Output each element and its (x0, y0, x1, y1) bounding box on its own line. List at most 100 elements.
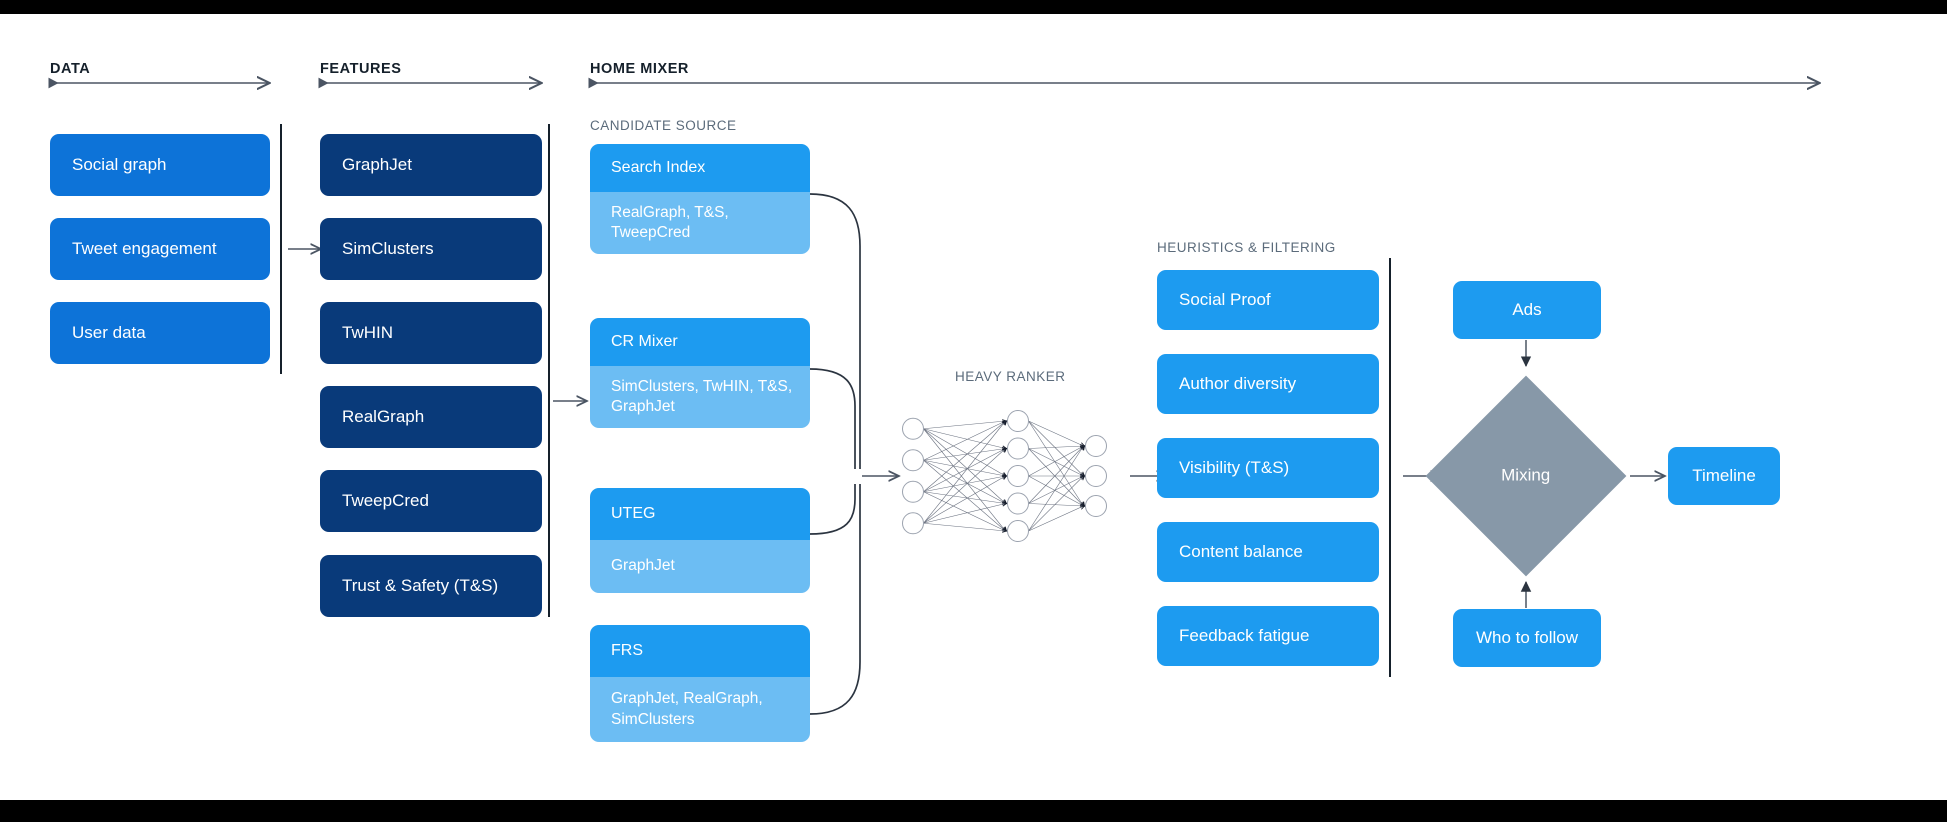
features-card-realgraph[interactable]: RealGraph (320, 386, 542, 448)
divider-data-features (280, 124, 282, 374)
candidate-source-title: FRS (590, 625, 810, 677)
features-card-trust-safety[interactable]: Trust & Safety (T&S) (320, 555, 542, 617)
network-edge-arrow (1001, 474, 1008, 479)
network-edge-arrow (1079, 472, 1086, 477)
candidate-source-title: Search Index (590, 144, 810, 192)
network-edge-arrow (1079, 475, 1086, 480)
features-card-graphjet[interactable]: GraphJet (320, 134, 542, 196)
network-node (1007, 437, 1029, 460)
network-edge-arrow (1080, 503, 1086, 508)
mixing-node-label: Mixing (1501, 466, 1551, 485)
network-edge (923, 448, 1006, 524)
data-card-social-graph[interactable]: Social graph (50, 134, 270, 196)
data-card-label: Tweet engagement (72, 238, 217, 258)
network-edge-arrow (1002, 499, 1008, 505)
network-edge-arrow (1002, 526, 1008, 532)
candidate-source-card-search-index[interactable]: Search Index RealGraph, T&S, TweepCred (590, 144, 810, 254)
candidate-source-features: GraphJet, RealGraph, SimClusters (590, 677, 810, 742)
candidate-source-card-uteg[interactable]: UTEG GraphJet (590, 488, 810, 593)
section-label-heuristics: HEURISTICS & FILTERING (1157, 240, 1336, 255)
features-card-label: Trust & Safety (T&S) (342, 575, 499, 595)
network-edge-arrow (1001, 502, 1008, 507)
network-edge (923, 420, 1006, 430)
data-card-label: User data (72, 322, 146, 342)
network-edge (1028, 475, 1084, 504)
network-edge-arrow (1080, 445, 1086, 451)
mixing-card-who-to-follow[interactable]: Who to follow (1453, 609, 1601, 667)
candidate-source-title: UTEG (590, 488, 810, 540)
features-card-simclusters[interactable]: SimClusters (320, 218, 542, 280)
network-edge-arrow (1001, 473, 1008, 478)
network-edge-arrow (1002, 526, 1008, 532)
network-edge-arrow (1002, 528, 1008, 533)
network-edge-arrow (1001, 500, 1008, 505)
features-card-label: TweepCred (342, 490, 429, 510)
network-edge (923, 460, 1006, 532)
network-edge (1028, 505, 1084, 532)
heuristic-card-label: Content balance (1179, 541, 1303, 561)
network-edge (923, 475, 1006, 524)
section-label-heavy-ranker: HEAVY RANKER (955, 369, 1066, 384)
mixing-card-ads[interactable]: Ads (1453, 281, 1601, 339)
heavy-ranker-network (902, 410, 1107, 542)
network-edge (923, 420, 1006, 492)
candidate-source-card-frs[interactable]: FRS GraphJet, RealGraph, SimClusters (590, 625, 810, 742)
mixing-card-label: Ads (1512, 299, 1542, 319)
network-edge-arrow (1001, 447, 1008, 453)
heuristic-card-author-diversity[interactable]: Author diversity (1157, 354, 1379, 414)
network-edge-arrow (1002, 419, 1008, 424)
features-card-twhin[interactable]: TwHIN (320, 302, 542, 364)
network-edge (1028, 448, 1084, 477)
mixing-card-label: Who to follow (1475, 627, 1579, 647)
heuristic-card-label: Visibility (T&S) (1179, 457, 1290, 477)
phase-label-data: DATA (50, 61, 91, 77)
timeline-card-label: Timeline (1692, 465, 1756, 485)
features-card-label: GraphJet (342, 154, 412, 174)
candidate-source-features: SimClusters, TwHIN, T&S, GraphJet (590, 366, 810, 428)
data-card-user-data[interactable]: User data (50, 302, 270, 364)
network-edge (1028, 503, 1084, 507)
features-card-label: TwHIN (342, 322, 393, 342)
phase-label-features: FEATURES (320, 61, 402, 77)
network-edge (923, 491, 1006, 504)
network-edge (923, 448, 1006, 461)
network-edge (923, 448, 1006, 493)
heuristic-card-content-balance[interactable]: Content balance (1157, 522, 1379, 582)
network-edge (1028, 445, 1084, 449)
heuristic-card-visibility[interactable]: Visibility (T&S) (1157, 438, 1379, 498)
section-label-candidate-source: CANDIDATE SOURCE (590, 118, 737, 133)
network-edge-arrow (1002, 420, 1008, 426)
network-edge-arrow (1002, 447, 1008, 453)
network-edge (923, 522, 1006, 532)
candidate-source-bracket (809, 193, 861, 715)
heuristic-card-feedback-fatigue[interactable]: Feedback fatigue (1157, 606, 1379, 666)
network-edge-arrow (1079, 505, 1086, 510)
network-node (1007, 492, 1029, 515)
network-node (902, 449, 924, 472)
network-node (1085, 435, 1107, 457)
diagram-canvas: DATA FEATURES HOME MIXER Social graph Tw… (0, 14, 1947, 800)
network-node (1007, 410, 1029, 432)
network-edge (923, 420, 1006, 524)
network-edge (1028, 420, 1084, 477)
network-node (1085, 465, 1107, 487)
network-edge-arrow (1080, 471, 1086, 477)
heuristic-card-label: Author diversity (1179, 373, 1297, 393)
network-node (902, 512, 924, 535)
network-edge-arrow (1079, 445, 1086, 450)
data-card-tweet-engagement[interactable]: Tweet engagement (50, 218, 270, 280)
network-edge (923, 428, 1006, 504)
network-node (1007, 465, 1029, 487)
features-card-tweepcred[interactable]: TweepCred (320, 470, 542, 532)
network-edge-arrow (1080, 473, 1086, 479)
timeline-card[interactable]: Timeline (1668, 447, 1780, 505)
network-edge (1028, 448, 1084, 507)
candidate-source-title: CR Mixer (590, 318, 810, 366)
network-edge-arrow (1080, 444, 1086, 449)
heuristic-card-social-proof[interactable]: Social Proof (1157, 270, 1379, 330)
mixing-node[interactable]: Mixing (1425, 375, 1627, 577)
candidate-source-card-cr-mixer[interactable]: CR Mixer SimClusters, TwHIN, T&S, GraphJ… (590, 318, 810, 428)
network-edge (1028, 420, 1084, 507)
network-edge-arrow (1080, 501, 1086, 507)
